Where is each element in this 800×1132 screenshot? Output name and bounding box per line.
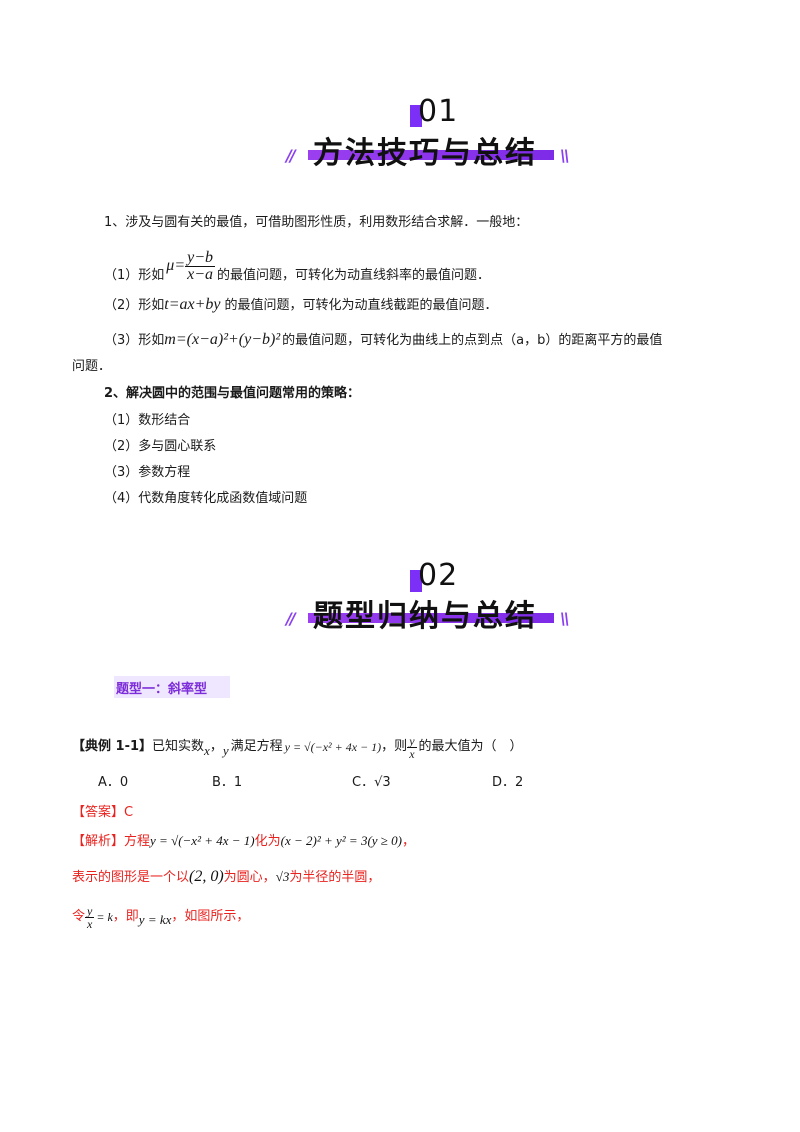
slash-left-decoration: // xyxy=(286,146,296,165)
method-item-3-continuation: 问题． xyxy=(72,359,112,374)
example-question: 【典例 1-1】 已知实数 x ， y 满足方程 y = √(−x² + 4x … xyxy=(72,733,523,761)
fraction-y-over-x: y x xyxy=(85,903,95,931)
equation: y = √(−x² + 4x − 1) xyxy=(284,740,382,754)
section-number: 01 xyxy=(418,94,459,129)
strategy-item: （4）代数角度转化成函数值域问题 xyxy=(104,491,308,506)
fraction-slope: y−b x−a xyxy=(185,248,216,283)
analysis-line-1: 【解析】方程y = √(−x² + 4x − 1)化为(x − 2)² + y²… xyxy=(72,833,416,849)
analysis-line-3: 令 y x = k ，即 y = kx ，如图所示， xyxy=(72,903,250,931)
answer-line: 【答案】C xyxy=(72,805,134,820)
method-item-1: （1）形如 μ= y−b x−a 的最值问题，可转化为动直线斜率的最值问题． xyxy=(104,248,491,283)
slash-right-decoration: \\ xyxy=(560,146,570,165)
strategy-item: （1）数形结合 xyxy=(104,413,191,428)
section-number-bar xyxy=(410,105,422,127)
example-tag: 【典例 1-1】 xyxy=(72,739,153,754)
fraction-y-over-x: y x xyxy=(407,733,417,761)
section-number-bar xyxy=(410,570,422,592)
option-b: B．1 xyxy=(212,775,243,790)
slash-left-decoration: // xyxy=(286,609,296,628)
analysis-line-2: 表示的图形是一个以(2, 0)为圆心，√3为半径的半圆， xyxy=(72,868,381,885)
strategy-title: 2、解决圆中的范围与最值问题常用的策略： xyxy=(104,386,361,401)
option-d: D．2 xyxy=(492,775,524,790)
methods-intro: 1、涉及与圆有关的最值，可借助图形性质，利用数形结合求解．一般地： xyxy=(104,215,529,230)
option-a: A．0 xyxy=(98,775,129,790)
strategy-item: （3）参数方程 xyxy=(104,465,191,480)
type-tag-label: 题型一：斜率型 xyxy=(116,682,208,697)
answer-value: C xyxy=(124,805,134,820)
type-tag-background xyxy=(114,676,230,698)
section-title-underline xyxy=(308,150,554,160)
section-title: 方法技巧与总结 xyxy=(313,136,537,171)
option-c: C．√3 xyxy=(352,775,391,790)
section-title-underline xyxy=(308,613,554,623)
strategy-item: （2）多与圆心联系 xyxy=(104,439,217,454)
section-title: 题型归纳与总结 xyxy=(313,599,537,634)
slash-right-decoration: \\ xyxy=(560,609,570,628)
section-number: 02 xyxy=(418,558,459,593)
